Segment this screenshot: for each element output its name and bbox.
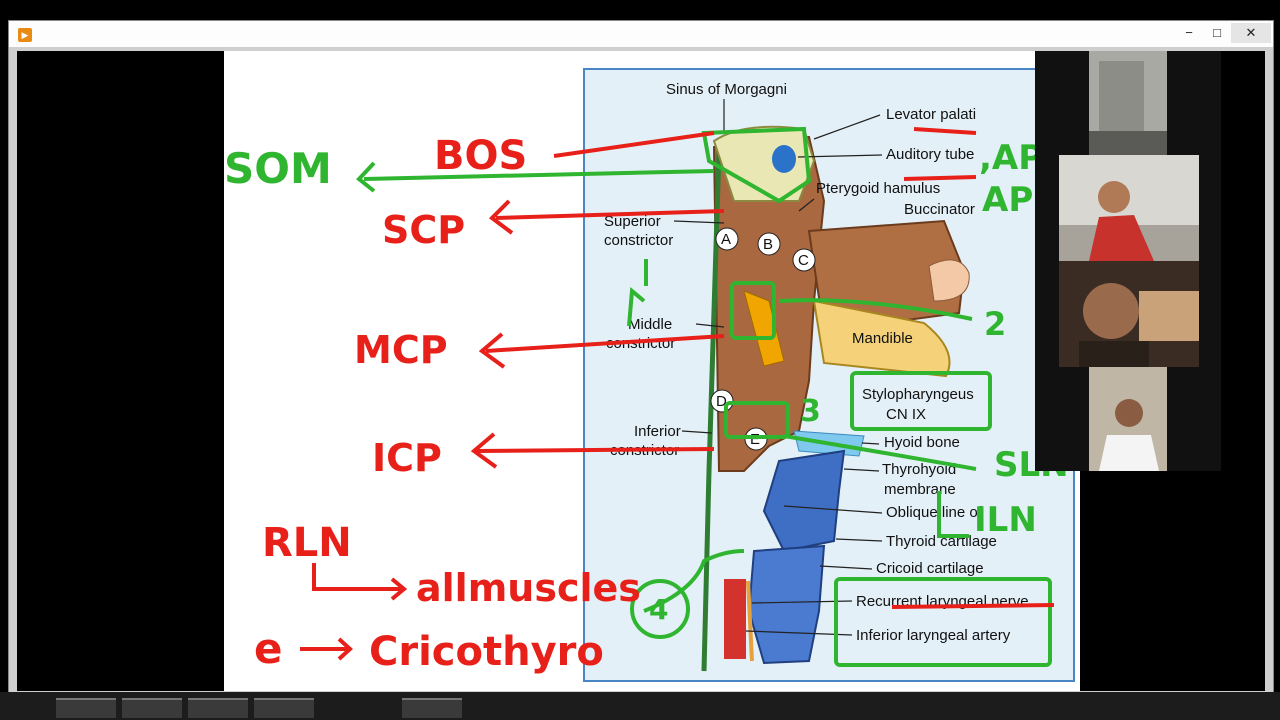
annotation-num-4: 4: [649, 593, 668, 626]
taskbar: [0, 692, 1280, 720]
annotation-mcp: MCP: [354, 328, 448, 372]
maximize-button[interactable]: □: [1213, 25, 1221, 40]
annotation-e: e: [254, 624, 283, 673]
anatomy-slide-drawing: Sinus of Morgagni Levator palati Auditor…: [224, 68, 1075, 682]
participant-tile-1[interactable]: [1089, 51, 1167, 155]
annotation-ap-1: ,AP: [979, 138, 1043, 178]
auditory-tube-opening: [772, 145, 796, 173]
annotation-ap-2: AP: [982, 180, 1033, 220]
close-button[interactable]: ✕: [1231, 23, 1271, 43]
minimize-button[interactable]: −: [1185, 25, 1193, 40]
oesophagus-muscle: [724, 579, 746, 659]
annotation-icp: ICP: [372, 436, 442, 480]
annotation-all-muscles: allmuscles: [416, 566, 641, 610]
label-middle-constrictor-1: Middle: [628, 316, 672, 333]
title-bar: ▶ − □ ✕: [9, 21, 1273, 47]
cricoid-cartilage: [747, 544, 826, 665]
label-superior-constrictor-1: Superior: [604, 213, 661, 230]
label-superior-constrictor-2: constrictor: [604, 232, 673, 249]
label-thyrohyoid-2: membrane: [884, 481, 956, 498]
annotation-cricothyroid: Cricothyro: [369, 629, 604, 675]
annotation-num-3: 3: [800, 394, 821, 429]
label-inferior-constrictor-1: Inferior: [634, 423, 681, 440]
taskbar-item-3[interactable]: [188, 698, 248, 718]
label-hyoid-bone: Hyoid bone: [884, 434, 960, 451]
marker-b: B: [763, 236, 773, 253]
green-highlights: [356, 126, 1052, 667]
recurrent-nerve-line: [746, 580, 754, 662]
label-inferior-laryngeal-artery: Inferior laryngeal artery: [856, 627, 1011, 644]
play-icon[interactable]: ▶: [18, 28, 32, 42]
lips: [928, 259, 970, 302]
label-levator-palati: Levator palati: [886, 106, 976, 123]
annotation-scp: SCP: [382, 208, 465, 252]
annotation-bos: BOS: [434, 133, 527, 179]
pharynx-outline: [701, 150, 722, 672]
app-window: ▶ − □ ✕: [8, 20, 1274, 694]
video-stage: Sinus of Morgagni Levator palati Auditor…: [17, 51, 1265, 691]
label-thyroid-cartilage: Thyroid cartilage: [886, 533, 997, 550]
thyroid-cartilage: [762, 449, 846, 553]
annotation-num-2: 2: [984, 305, 1006, 343]
taskbar-item-5[interactable]: [402, 698, 462, 718]
participant-tile-4[interactable]: [1089, 367, 1167, 471]
participant-video-2: [1059, 155, 1199, 261]
label-oblique-line: Oblique line of: [886, 504, 983, 521]
marker-a: A: [721, 231, 731, 248]
label-auditory-tube: Auditory tube: [886, 146, 974, 163]
taskbar-item-4[interactable]: [254, 698, 314, 718]
shared-slide: Sinus of Morgagni Levator palati Auditor…: [224, 51, 1080, 691]
annotation-iln: ILN: [974, 500, 1037, 540]
label-stylopharyngeus-1: Stylopharyngeus: [862, 386, 974, 403]
leader-lines: [673, 99, 883, 636]
label-cricoid-cartilage: Cricoid cartilage: [876, 560, 984, 577]
marker-e: E: [750, 431, 760, 448]
participant-panel: [1035, 51, 1221, 471]
stylopharyngeus-muscle: [743, 290, 785, 367]
marker-d: D: [716, 393, 727, 410]
marker-c: C: [798, 252, 809, 269]
red-arrows: [300, 127, 1055, 661]
label-pterygoid-hamulus: Pterygoid hamulus: [816, 180, 940, 197]
participant-video-3: [1059, 261, 1199, 367]
annotation-som: SOM: [224, 144, 332, 193]
mandible-bone: [812, 299, 951, 378]
taskbar-item-2[interactable]: [122, 698, 182, 718]
participant-video-4: [1089, 367, 1167, 471]
participant-video-1: [1089, 51, 1167, 155]
participant-tile-3[interactable]: [1059, 261, 1199, 367]
label-mandible: Mandible: [852, 330, 913, 347]
participant-tile-2[interactable]: [1059, 155, 1199, 261]
label-stylopharyngeus-2: CN IX: [886, 406, 926, 423]
label-buccinator: Buccinator: [904, 201, 975, 218]
taskbar-item-1[interactable]: [56, 698, 116, 718]
label-thyrohyoid-1: Thyrohyoid: [882, 461, 956, 478]
label-sinus-morgagni: Sinus of Morgagni: [666, 81, 787, 98]
annotation-rln: RLN: [262, 520, 352, 566]
